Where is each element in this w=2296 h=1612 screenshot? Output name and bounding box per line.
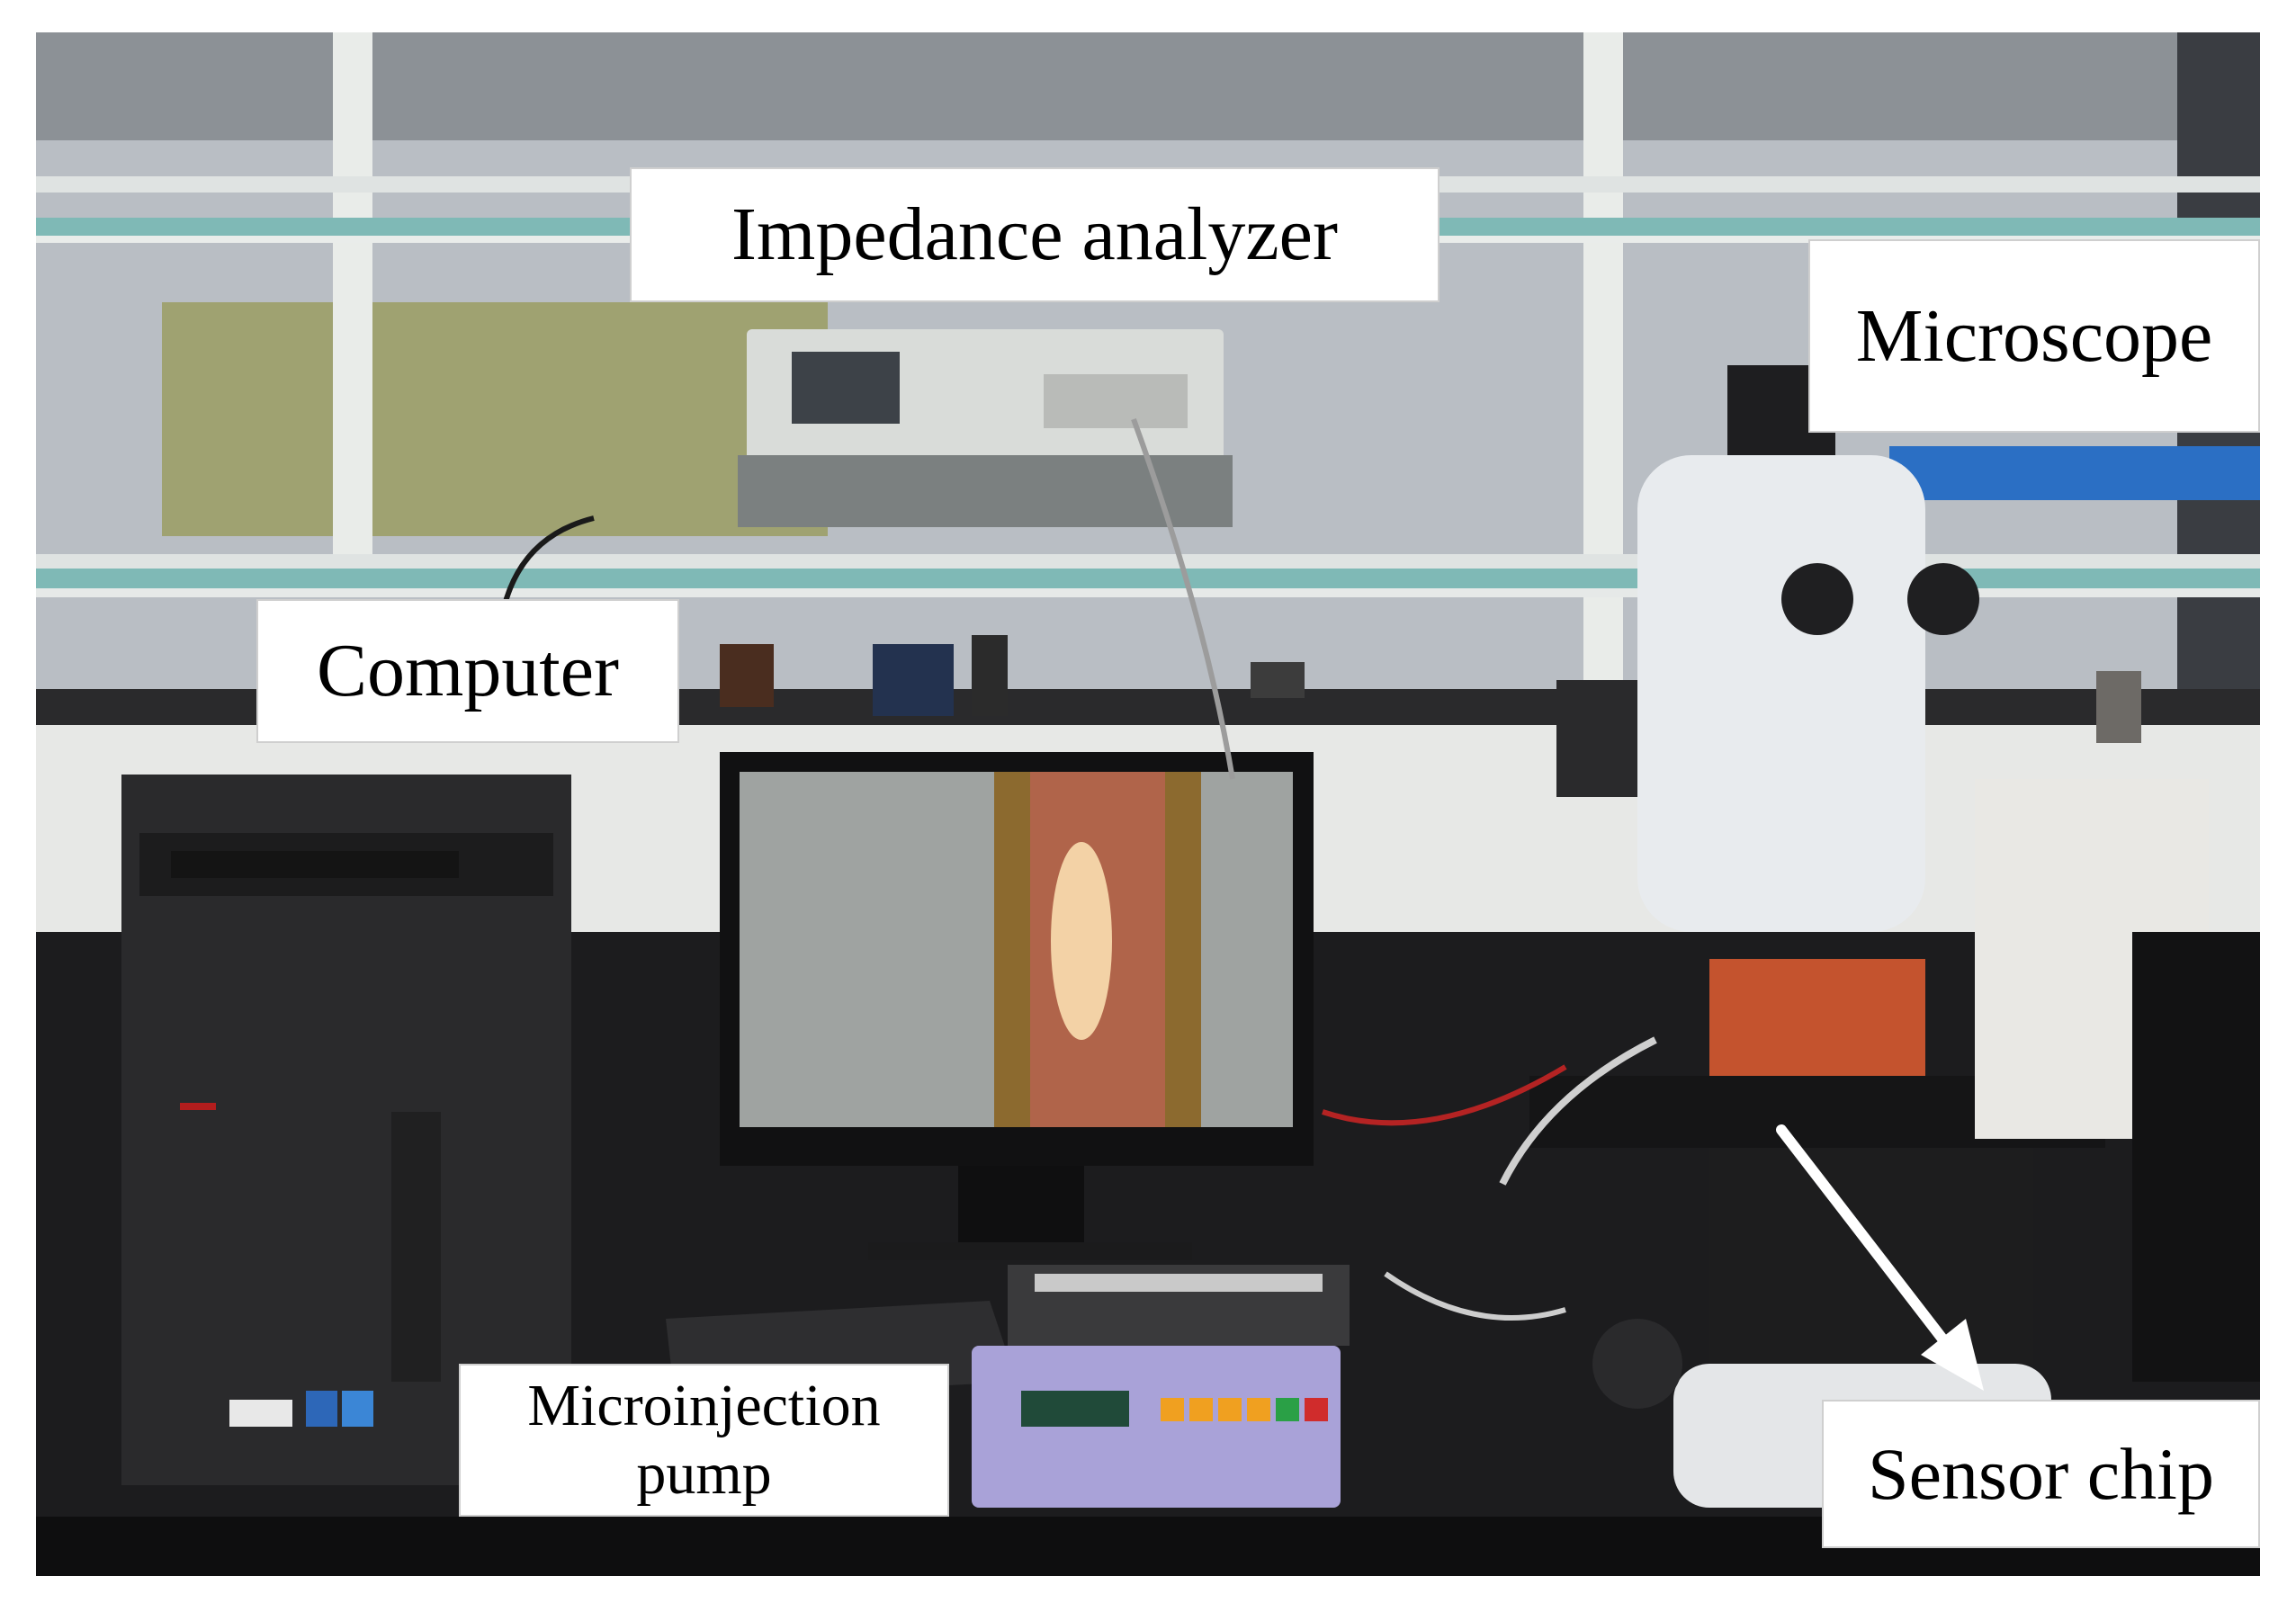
lab-setup-photo: Impedance analyzer Microscope Computer M… <box>36 32 2260 1576</box>
microinjection-pump-label-line1: Microinjection <box>527 1373 881 1439</box>
microscope-label: Microscope <box>1808 239 2260 433</box>
impedance-analyzer-label: Impedance analyzer <box>630 167 1439 302</box>
microinjection-pump-label: Microinjection pump <box>459 1364 949 1517</box>
computer-label: Computer <box>256 599 679 743</box>
microinjection-pump-label-line2: pump <box>636 1441 772 1507</box>
sensor-chip-label: Sensor chip <box>1822 1400 2260 1548</box>
